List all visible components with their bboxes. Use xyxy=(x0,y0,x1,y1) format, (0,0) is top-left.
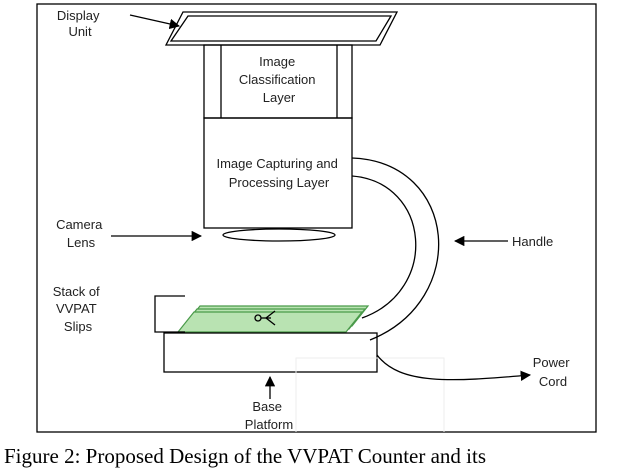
power-cord xyxy=(376,354,532,381)
base-platform-label: Base Platform xyxy=(245,399,293,432)
display-unit xyxy=(164,11,399,46)
figure-caption: Figure 2: Proposed Design of the VVPAT C… xyxy=(4,444,486,468)
power-cord-label: Power Cord xyxy=(533,355,573,389)
vvpat-slip-stack xyxy=(176,305,370,333)
handle xyxy=(351,157,440,341)
camera-lens xyxy=(222,228,336,242)
base-platform xyxy=(163,332,378,373)
vvpat-slip xyxy=(176,311,364,333)
handle-label: Handle xyxy=(512,234,553,249)
image-capturing-layer xyxy=(203,117,353,229)
image-classification-label: Image Classification Layer xyxy=(239,54,319,105)
stack-bracket xyxy=(154,295,185,333)
slip-symbol-icon xyxy=(254,310,276,326)
ghost-outline xyxy=(295,357,445,432)
display-unit-label: Display Unit xyxy=(57,8,103,39)
image-capturing-label: Image Capturing and Processing Layer xyxy=(216,156,341,190)
display-arrow xyxy=(129,14,181,30)
stack-of-slips-label: Stack of VVPAT Slips xyxy=(53,284,104,334)
figure-frame xyxy=(36,3,597,433)
camera-lens-label: Camera Lens xyxy=(56,217,106,250)
